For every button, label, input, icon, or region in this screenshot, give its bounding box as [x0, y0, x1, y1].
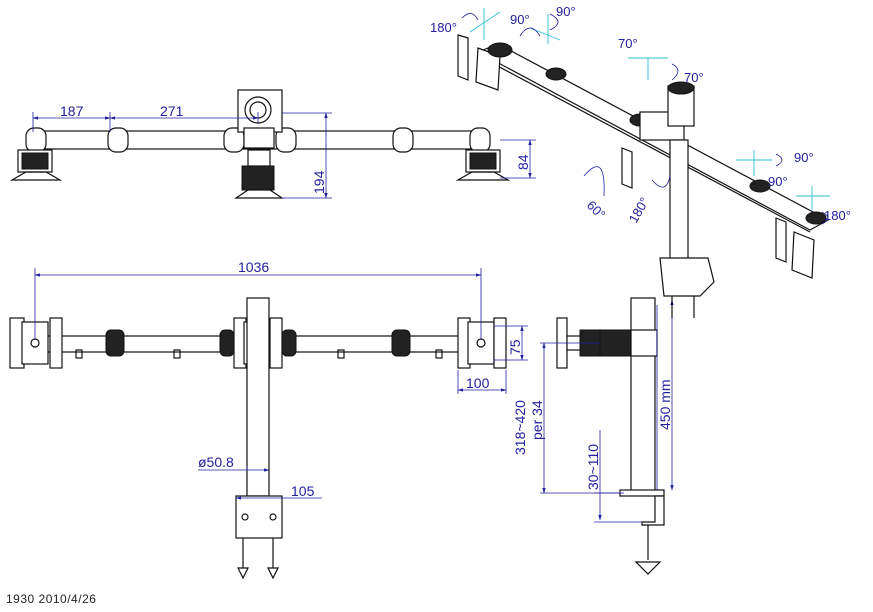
angle-right-a: 90°: [794, 150, 814, 165]
angle-center-a: 70°: [618, 36, 638, 51]
dim-pole-diameter: ø50.8: [198, 454, 234, 470]
drawing-footer: 1930 2010/4/26: [6, 592, 97, 606]
dim-desk-thickness: 30~110: [585, 444, 601, 490]
angle-right-b: 90°: [768, 174, 788, 189]
dim-clamp-width: 105: [291, 483, 315, 499]
angle-center-b: 70°: [684, 70, 704, 85]
dim-plate-height: 75: [507, 339, 523, 355]
dim-pole-height: 450 mm: [657, 379, 673, 430]
angle-swivel-b: 90°: [556, 4, 576, 19]
dim-plate-width: 100: [466, 375, 490, 391]
dim-arm-center: 271: [160, 103, 184, 119]
angle-swivel-a: 90°: [510, 12, 530, 27]
dim-height-clamp: 84: [515, 154, 531, 170]
dim-adjust-range: 318~420: [512, 400, 528, 455]
dim-arm-left: 187: [60, 103, 84, 119]
top-view: 187 271 194 84: [9, 89, 536, 199]
side-view: 318~420 per 34 30~110 450 mm: [512, 297, 674, 575]
iso-view: 180° 90° 90° 70° 70° 90° 90° 180° 60° 18…: [430, 4, 851, 318]
angle-tilt-right: 180°: [824, 208, 851, 223]
angle-arm-rot: 60°: [584, 198, 609, 223]
front-view: 1036 75 100 ø50.8 105: [9, 259, 528, 580]
dim-height-mount: 194: [311, 170, 327, 194]
dim-total-width: 1036: [238, 259, 269, 275]
angle-pole-rot: 180°: [626, 195, 652, 226]
angle-tilt-left: 180°: [430, 20, 457, 35]
dim-adjust-step: per 34: [529, 400, 545, 440]
